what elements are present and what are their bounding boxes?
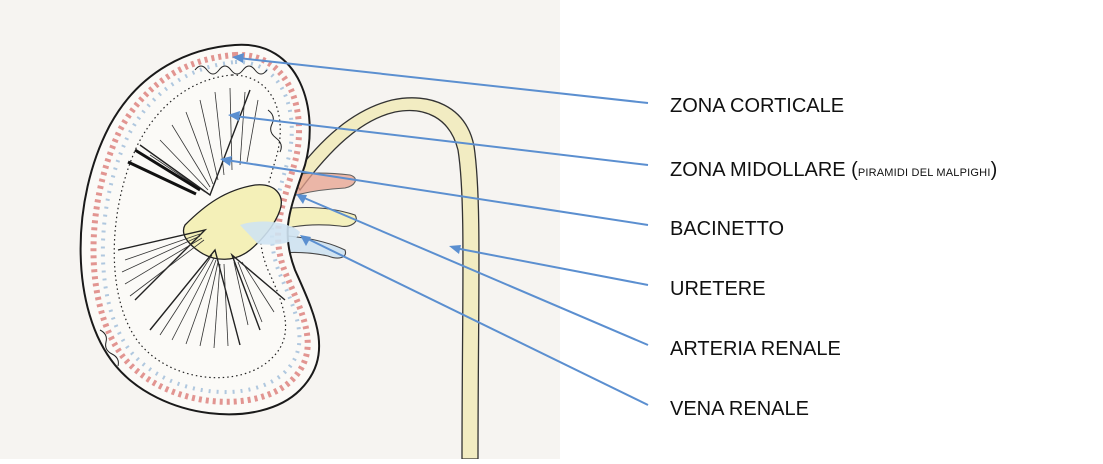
label-medullary-zone: ZONA MIDOLLARE (PIRAMIDI DEL MALPIGHI)	[670, 158, 997, 185]
label-cortical-text: ZONA CORTICALE	[670, 95, 844, 117]
label-cortical-zone: ZONA CORTICALE	[670, 94, 844, 118]
label-pelvis: BACINETTO	[670, 217, 784, 241]
label-ureter-text: URETERE	[670, 278, 766, 300]
label-renal-artery: ARTERIA RENALE	[670, 337, 841, 361]
label-medulla-subtext: PIRAMIDI DEL MALPIGHI	[858, 167, 991, 179]
label-vein-text: VENA RENALE	[670, 398, 809, 420]
label-medulla-text: ZONA MIDOLLARE (	[670, 159, 858, 181]
label-ureter: URETERE	[670, 277, 766, 301]
label-renal-vein: VENA RENALE	[670, 397, 809, 421]
label-medulla-close: )	[991, 159, 998, 181]
label-artery-text: ARTERIA RENALE	[670, 338, 841, 360]
label-pelvis-text: BACINETTO	[670, 218, 784, 240]
